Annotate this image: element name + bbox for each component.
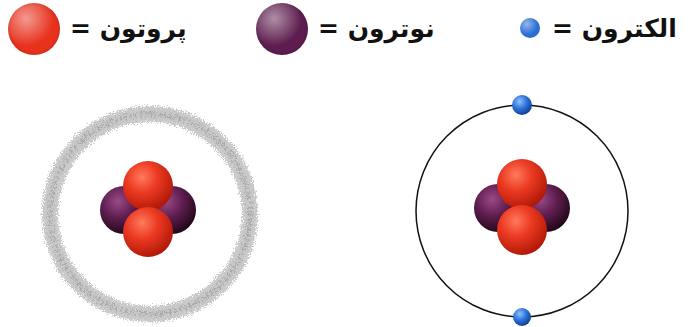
nucleus [474,159,570,255]
legend-swatch [256,3,308,55]
electron-cloud [44,108,256,320]
electron-orbit [416,105,628,317]
legend-label: نوترون = [318,14,435,44]
electron [513,308,531,326]
legend-swatch [520,18,540,38]
nucleus [100,161,196,257]
electron [512,95,532,115]
legend-swatch [8,3,60,55]
legend-label: الکترون = [552,14,677,44]
legend-label: پروتون = [70,14,187,44]
